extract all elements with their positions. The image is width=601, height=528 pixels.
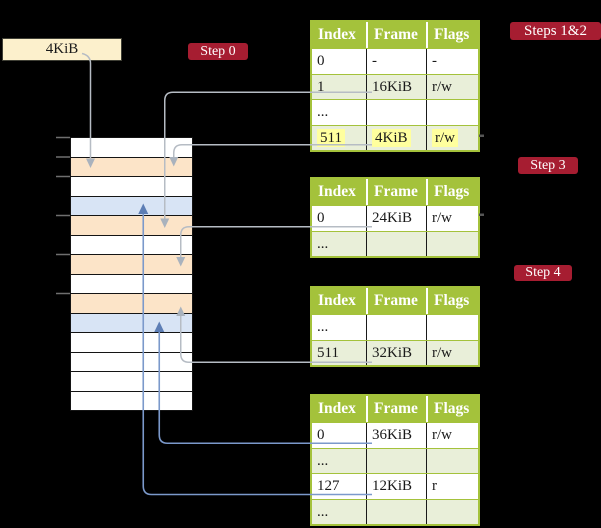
table-cell: 1: [317, 78, 325, 95]
column-header: Frame: [366, 396, 426, 422]
column-header: Flags: [426, 288, 478, 314]
memory-frame-row: [71, 274, 192, 294]
table-cell: [426, 499, 478, 524]
table-row: ...: [312, 99, 478, 125]
memory-frame-row: [71, 216, 192, 236]
memory-frame-row: [71, 235, 192, 255]
table-header-row: Index Frame Flags: [312, 288, 478, 314]
badge-step-4: Step 4: [514, 265, 572, 281]
table-cell: [426, 100, 478, 125]
table-header-row: Index Frame Flags: [312, 179, 478, 205]
badge-steps-1-2: Steps 1&2: [510, 22, 601, 40]
memory-tick-marks: [56, 136, 70, 295]
table-cell: 0: [317, 210, 325, 226]
table-cell: 511: [312, 126, 366, 151]
table-row: 0 --: [312, 48, 478, 74]
table-cell: 32KiB: [366, 340, 426, 365]
table-cell: r/w: [426, 340, 478, 365]
table-cell: ...: [317, 452, 329, 469]
memory-frame-row: [71, 313, 192, 333]
table-cell: r/w: [426, 423, 478, 448]
table-cell: 24KiB: [366, 206, 426, 231]
table-cell: [426, 448, 478, 473]
table-row: ...: [312, 447, 478, 473]
column-header: Flags: [426, 179, 478, 205]
table-row: ...: [312, 314, 478, 340]
table-cell: 511: [317, 344, 339, 361]
table-cell: 12KiB: [366, 474, 426, 499]
table-cell: [426, 231, 478, 256]
highlighted-value: 4KiB: [372, 128, 411, 147]
highlighted-value: r/w: [432, 128, 458, 147]
table-cell: [366, 499, 426, 524]
memory-frame-row: [71, 352, 192, 372]
column-header: Flags: [426, 22, 478, 48]
table-row: 511 4KiB r/w: [312, 124, 478, 151]
table-cell: 4KiB: [366, 125, 426, 150]
table-cell: [366, 448, 426, 473]
table-cell: 0: [317, 427, 325, 443]
table-row: ...: [312, 230, 478, 256]
memory-frame-row: [71, 255, 192, 275]
column-header: Flags: [426, 396, 478, 422]
table-cell: 0: [317, 53, 325, 69]
table-cell: -: [366, 49, 426, 74]
column-header: Index: [318, 400, 356, 417]
table-cell: 16KiB: [366, 74, 426, 99]
table-cell: [366, 100, 426, 125]
table-header-row: Index Frame Flags: [312, 22, 478, 48]
memory-frame-row: [71, 333, 192, 353]
table-cell: r/w: [426, 74, 478, 99]
memory-frame-row: [71, 391, 192, 410]
memory-frame-row: [71, 157, 192, 177]
table-row: ...: [312, 498, 478, 524]
memory-frame-row: [71, 372, 192, 392]
table-cell: ...: [317, 503, 329, 520]
memory-frame-row: [71, 196, 192, 216]
physical-memory-column: [70, 137, 193, 411]
table-cell: [366, 231, 426, 256]
table-cell: ...: [317, 235, 329, 252]
table-cell: ...: [317, 104, 329, 120]
column-header: Frame: [366, 179, 426, 205]
column-header: Frame: [366, 22, 426, 48]
memory-frame-row: [71, 177, 192, 197]
table-cell: ...: [317, 319, 329, 335]
column-header: Index: [318, 26, 356, 43]
column-header: Index: [318, 292, 356, 309]
table-cell: r: [426, 474, 478, 499]
table-cell: [366, 315, 426, 340]
column-header: Frame: [366, 288, 426, 314]
table-cell: 127: [317, 478, 340, 494]
memory-frame-row: [71, 294, 192, 314]
table-cell: r/w: [426, 125, 478, 150]
memory-frame-row: [71, 138, 192, 158]
highlighted-value: 511: [317, 128, 345, 147]
column-header: Index: [318, 183, 356, 200]
badge-step-0: Step 0: [188, 43, 248, 60]
table-header-row: Index Frame Flags: [312, 396, 478, 422]
frame-4kib-label: 4KiB: [2, 38, 122, 61]
table-cell: -: [426, 49, 478, 74]
table-cell: r/w: [426, 206, 478, 231]
table-cell: [426, 315, 478, 340]
badge-step-3: Step 3: [518, 157, 578, 174]
table-cell: 36KiB: [366, 423, 426, 448]
